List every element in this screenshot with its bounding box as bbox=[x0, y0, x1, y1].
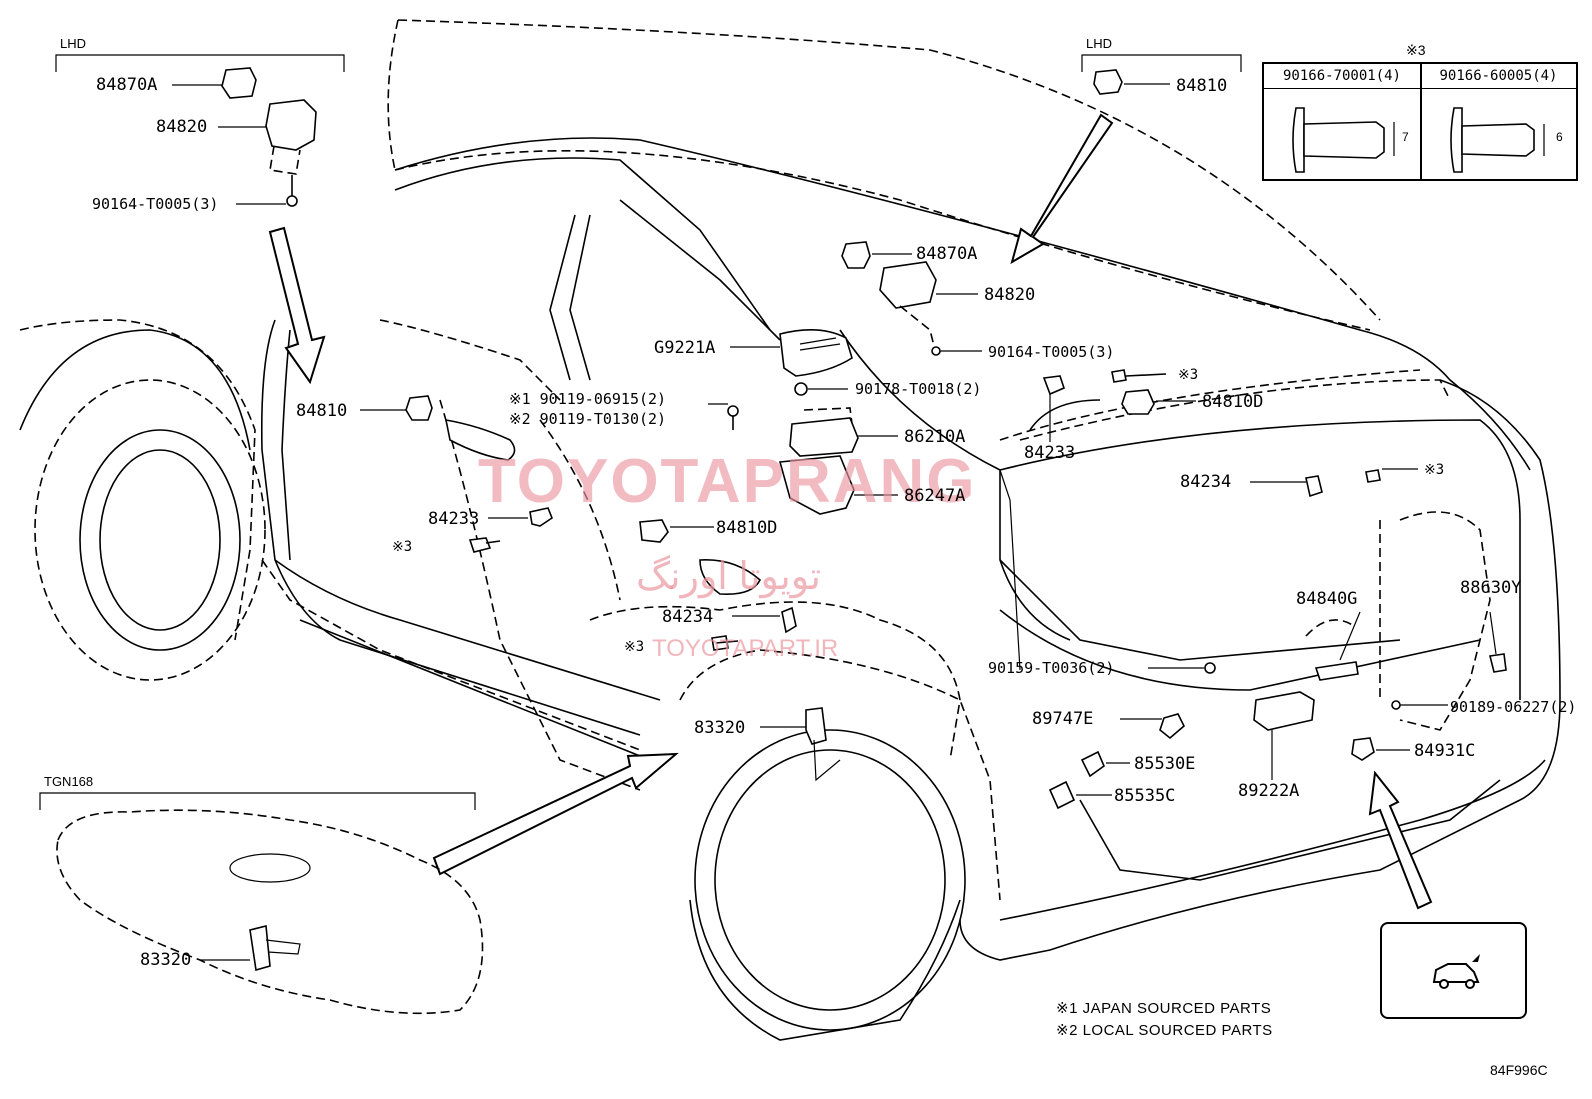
sensor-84810D-right bbox=[1121, 389, 1155, 415]
label-86247A: 86247A bbox=[904, 486, 966, 506]
label-85530E: 85530E bbox=[1134, 754, 1196, 774]
table-col2: 90166-60005(4) bbox=[1421, 64, 1576, 89]
bolt-right-3b bbox=[1365, 469, 1381, 483]
label-84870A-right: 84870A bbox=[916, 244, 978, 264]
label-85535C: 85535C bbox=[1114, 786, 1176, 806]
label-90164-left: 90164-T0005(3) bbox=[92, 195, 219, 213]
label-90178: 90178-T0018(2) bbox=[855, 380, 982, 398]
label-84234-right: 84234 bbox=[1180, 472, 1232, 492]
arrow-tgn-detail bbox=[432, 752, 679, 876]
gauge-83320-bottom bbox=[249, 924, 271, 972]
switch-84820-left bbox=[265, 99, 317, 151]
detail-arrows bbox=[268, 113, 1433, 910]
label-note3-left1: ※3 bbox=[392, 539, 413, 555]
table-col1: 90166-70001(4) bbox=[1264, 64, 1420, 89]
vehicle-icon-box bbox=[1380, 922, 1527, 1019]
switch-84870A-right bbox=[841, 241, 871, 269]
group-brackets bbox=[39, 54, 1242, 810]
switch-84931C bbox=[1351, 737, 1375, 761]
bracket-84233-right bbox=[1042, 375, 1065, 396]
table-illustrations bbox=[1292, 107, 1545, 173]
switch-84870A-left bbox=[221, 67, 257, 99]
label-90119-2: ※2 90119-T0130(2) bbox=[509, 410, 667, 428]
switch-84820-right bbox=[879, 261, 937, 309]
label-84820-left: 84820 bbox=[156, 117, 208, 137]
bulb-85530E bbox=[1080, 750, 1105, 778]
label-88630Y: 88630Y bbox=[1460, 578, 1522, 598]
arrow-left-detail bbox=[268, 226, 326, 385]
label-note3-right1: ※3 bbox=[1178, 367, 1199, 383]
table-dim2: 6 bbox=[1556, 130, 1563, 144]
diagram-code: 84F996C bbox=[1490, 1062, 1548, 1078]
footnote-local: ※2 LOCAL SOURCED PARTS bbox=[1056, 1022, 1273, 1039]
sensor-84810-left bbox=[405, 395, 433, 421]
sensor-88630Y bbox=[1489, 653, 1507, 673]
label-84820-right: 84820 bbox=[984, 285, 1036, 305]
bracket-86247A bbox=[778, 455, 855, 515]
label-84810D-left: 84810D bbox=[716, 518, 778, 538]
label-84840G: 84840G bbox=[1296, 589, 1358, 609]
module-86210A bbox=[789, 417, 859, 457]
arrow-right-detail bbox=[1010, 113, 1114, 265]
group-lhd-left: LHD bbox=[60, 36, 87, 51]
fastener-table: 90166-70001(4) 90166-60005(4) 7 6 bbox=[1262, 62, 1578, 181]
label-84234-left: 84234 bbox=[662, 607, 714, 627]
label-84810D-right: 84810D bbox=[1202, 392, 1264, 412]
table-note: ※3 bbox=[1406, 42, 1426, 58]
label-89222A: 89222A bbox=[1238, 781, 1300, 801]
car-side-icon bbox=[1432, 954, 1480, 989]
camera-84840G bbox=[1314, 661, 1359, 681]
label-84233-right: 84233 bbox=[1024, 443, 1076, 463]
bulb-85535C bbox=[1048, 780, 1076, 810]
label-G9221A: G9221A bbox=[654, 338, 716, 358]
bolt-right-3a bbox=[1111, 369, 1127, 383]
footnote-japan: ※1 JAPAN SOURCED PARTS bbox=[1056, 1000, 1272, 1017]
watermark-url: TOYOTAPART.IR bbox=[652, 635, 839, 662]
label-84931C: 84931C bbox=[1414, 741, 1476, 761]
bracket-84234-left bbox=[781, 606, 797, 634]
bolt-left-3 bbox=[468, 537, 492, 553]
label-83320-mid: 83320 bbox=[694, 718, 746, 738]
leader-lines bbox=[172, 83, 1497, 961]
sensor-89747E bbox=[1159, 713, 1185, 740]
module-89222A bbox=[1253, 691, 1315, 731]
fuel-tank bbox=[56, 809, 484, 1015]
cover-G9221A bbox=[779, 329, 853, 377]
label-84810-left: 84810 bbox=[296, 401, 348, 421]
bracket-84234-right bbox=[1305, 475, 1323, 498]
group-tgn168: TGN168 bbox=[44, 774, 94, 789]
label-84810-right: 84810 bbox=[1176, 76, 1228, 96]
sensor-84810-right bbox=[1093, 69, 1123, 95]
label-90164-right: 90164-T0005(3) bbox=[988, 343, 1115, 361]
watermark-main: TOYOTAPRANG bbox=[478, 447, 977, 516]
label-86210A: 86210A bbox=[904, 427, 966, 447]
label-89747E: 89747E bbox=[1032, 709, 1094, 729]
bracket-84233-left bbox=[529, 507, 553, 527]
table-dim1: 7 bbox=[1402, 130, 1409, 144]
label-90119-1: ※1 90119-06915(2) bbox=[509, 390, 667, 408]
group-lhd-right: LHD bbox=[1086, 36, 1113, 51]
label-83320-bottom: 83320 bbox=[140, 950, 192, 970]
label-90159: 90159-T0036(2) bbox=[988, 659, 1115, 677]
handle-left bbox=[444, 419, 516, 461]
label-84870A-left: 84870A bbox=[96, 75, 158, 95]
sensor-84810D-left bbox=[639, 519, 669, 543]
handle-center bbox=[699, 559, 761, 596]
label-note3-left2: ※3 bbox=[624, 639, 645, 655]
vehicle-outline bbox=[19, 19, 1561, 1041]
label-84233-left: 84233 bbox=[428, 509, 480, 529]
label-90189: 90189-06227(2) bbox=[1450, 698, 1577, 716]
label-note3-right2: ※3 bbox=[1424, 462, 1445, 478]
parts bbox=[56, 67, 1507, 1015]
arrow-rear-detail bbox=[1368, 770, 1433, 910]
table-divider bbox=[1420, 64, 1422, 179]
gauge-83320-mid bbox=[805, 707, 827, 745]
watermark-persian: تویوتا اورنگ bbox=[636, 556, 821, 598]
